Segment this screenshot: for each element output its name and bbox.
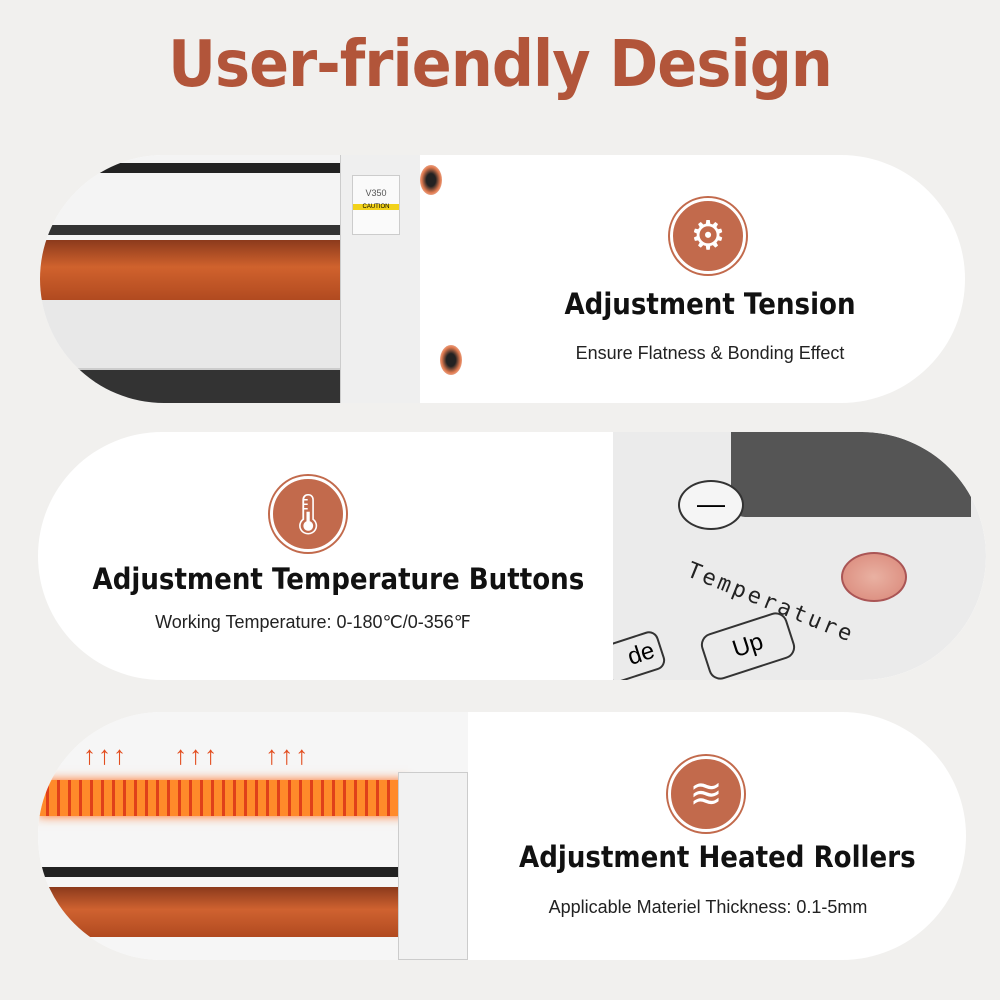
machine-side-housing bbox=[398, 772, 468, 960]
caution-label: CAUTION bbox=[353, 204, 399, 210]
model-label: V350 bbox=[365, 188, 387, 198]
roller-bar bbox=[38, 867, 408, 877]
orange-roller bbox=[40, 240, 350, 300]
feature-heading: Adjustment Heated Rollers bbox=[519, 840, 916, 874]
feature-heading: Adjustment Tension bbox=[564, 287, 856, 321]
feature-heading: Adjustment Temperature Buttons bbox=[92, 562, 585, 596]
feature-subtitle: Applicable Materiel Thickness: 0.1-5mm bbox=[548, 897, 868, 917]
gear-icon: ⚙ bbox=[670, 198, 746, 274]
page-title: User-friendly Design bbox=[168, 28, 833, 102]
heated-roller-image: ↑↑↑ ↑↑↑ ↑↑↑ bbox=[38, 712, 468, 960]
feature-subtitle: Ensure Flatness & Bonding Effect bbox=[575, 343, 845, 363]
minus-button: — bbox=[678, 480, 744, 530]
feature-panel-tension: V350 CAUTION ⚙ Adjustment Tension Ensure… bbox=[40, 155, 965, 403]
glowing-heated-roller bbox=[38, 780, 408, 816]
thermometer-icon: 🌡 bbox=[270, 476, 346, 552]
feature-panel-temperature: 🌡 Adjustment Temperature Buttons Working… bbox=[38, 432, 986, 680]
pressed-button bbox=[841, 552, 907, 602]
roller-bar bbox=[40, 225, 340, 235]
mode-button: de bbox=[613, 628, 668, 680]
heat-arrows-icon: ↑↑↑ ↑↑↑ ↑↑↑ bbox=[83, 740, 311, 770]
roller-bar bbox=[40, 163, 340, 173]
tension-knob bbox=[440, 345, 462, 375]
digital-display bbox=[731, 432, 971, 517]
tension-knob bbox=[420, 165, 442, 195]
feature-subtitle: Working Temperature: 0-180℃/0-356℉ bbox=[155, 612, 471, 632]
feature-panel-rollers: ↑↑↑ ↑↑↑ ↑↑↑ ≋ Adjustment Heated Rollers … bbox=[38, 712, 966, 960]
up-button: Up bbox=[697, 609, 799, 680]
feed-tray bbox=[40, 300, 380, 370]
machine-base bbox=[40, 370, 380, 403]
rolls-icon: ≋ bbox=[668, 756, 744, 832]
machine-label-plate: V350 CAUTION bbox=[352, 175, 400, 235]
control-panel-image: — Temperature Up de bbox=[613, 432, 986, 680]
orange-roller bbox=[38, 887, 408, 937]
laminator-image: V350 CAUTION bbox=[40, 155, 462, 403]
